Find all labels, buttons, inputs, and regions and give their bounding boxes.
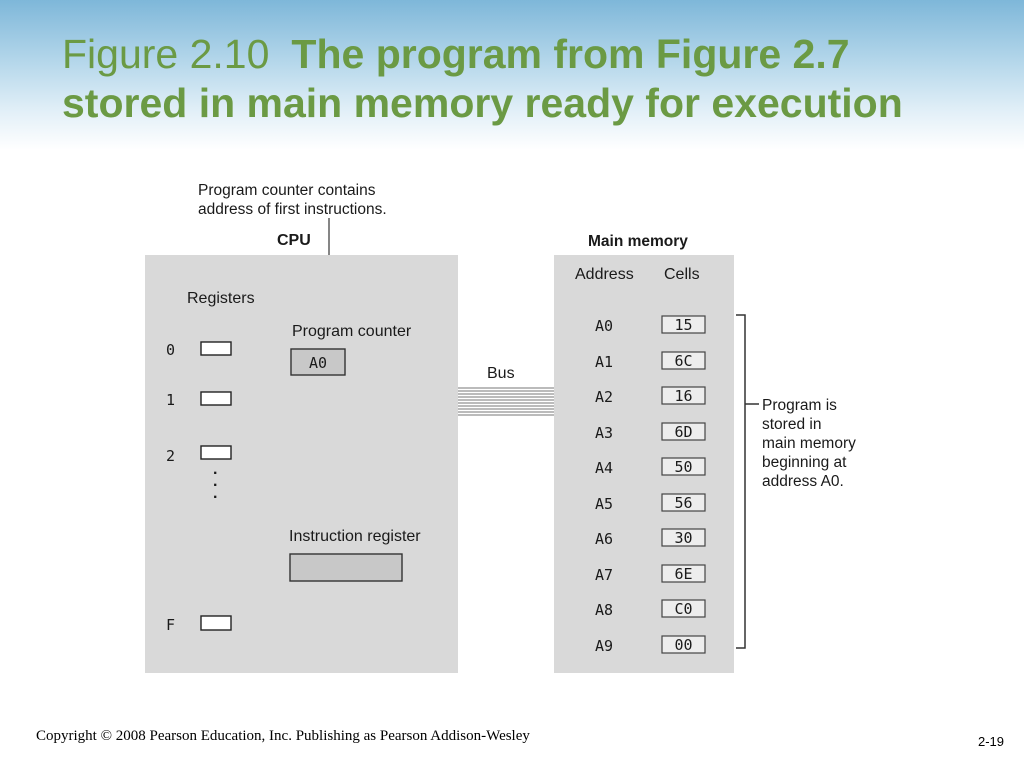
- ellipsis-dot-3: .: [213, 485, 217, 502]
- memory-cell-value: 16: [674, 387, 692, 405]
- memory-cell-value: 00: [674, 636, 692, 654]
- program-note-line-4: beginning at: [762, 454, 847, 471]
- program-counter-value: A0: [309, 354, 327, 372]
- memory-cell-value: C0: [674, 600, 692, 618]
- memory-cell-box: [661, 635, 706, 654]
- memory-address: A9: [595, 637, 613, 655]
- memory-cell-value: 15: [674, 316, 692, 334]
- program-note-line-3: main memory: [762, 435, 856, 452]
- memory-address: A5: [595, 495, 613, 513]
- ellipsis-dot-1: .: [213, 461, 217, 478]
- page-number: 2-19: [977, 734, 1004, 749]
- memory-address: A8: [595, 601, 613, 619]
- instruction-register-box: [289, 553, 403, 582]
- cells-header: Cells: [664, 266, 700, 283]
- title-band: [0, 0, 1024, 150]
- memory-cell-box: [661, 422, 706, 441]
- memory-address: A3: [595, 424, 613, 442]
- memory-cell-value: 6C: [674, 352, 692, 370]
- bus-lines: [458, 386, 554, 416]
- register-box-1: [200, 391, 232, 406]
- memory-address: A1: [595, 353, 613, 371]
- memory-cell-value: 6D: [674, 423, 692, 441]
- title-line-1: The program from Figure 2.7: [291, 31, 850, 77]
- bus-label: Bus: [487, 365, 515, 382]
- program-note-line-5: address A0.: [762, 473, 844, 490]
- memory-cell-box: [661, 351, 706, 370]
- register-number-1: 1: [166, 391, 175, 409]
- pc-note-line-2: address of first instructions.: [198, 201, 387, 218]
- memory-cell-box: [661, 457, 706, 476]
- memory-cell-box: [661, 564, 706, 583]
- slide-title: Figure 2.10 The program from Figure 2.7 s…: [62, 30, 1012, 128]
- memory-cell-value: 50: [674, 458, 692, 476]
- program-note-line-1: Program is: [762, 397, 837, 414]
- memory-address: A0: [595, 317, 613, 335]
- program-note-line-2: stored in: [762, 416, 821, 433]
- registers-label: Registers: [187, 290, 255, 307]
- copyright-footer: Copyright © 2008 Pearson Education, Inc.…: [36, 728, 530, 744]
- pc-note-line-1: Program counter contains: [198, 182, 376, 199]
- memory-cell-box: [661, 386, 706, 405]
- memory-cell-box: [661, 315, 706, 334]
- register-box-f: [200, 615, 232, 631]
- address-header: Address: [575, 266, 634, 283]
- main-memory-label: Main memory: [588, 233, 688, 250]
- title-line-2: stored in main memory ready for executio…: [62, 80, 903, 126]
- memory-cell-value: 56: [674, 494, 692, 512]
- cpu-label: CPU: [277, 232, 311, 249]
- memory-cell-box: [661, 528, 706, 547]
- program-counter-label: Program counter: [292, 323, 412, 340]
- memory-cell-box: [661, 599, 706, 618]
- memory-address: A7: [595, 566, 613, 584]
- register-box-0: [200, 341, 232, 356]
- instruction-register-label: Instruction register: [289, 528, 421, 545]
- program-bracket: [736, 314, 759, 649]
- program-counter-box: [290, 348, 346, 376]
- memory-address: A6: [595, 530, 613, 548]
- register-box-2: [200, 445, 232, 460]
- ellipsis-dot-2: .: [213, 473, 217, 490]
- cpu-panel: [145, 255, 458, 673]
- memory-cell-box: [661, 493, 706, 512]
- register-number-0: 0: [166, 341, 175, 359]
- figure-number: Figure 2.10: [62, 31, 270, 77]
- memory-cell-value: 30: [674, 529, 692, 547]
- register-number-f: F: [166, 616, 175, 634]
- memory-address: A4: [595, 459, 613, 477]
- memory-panel: [554, 255, 734, 673]
- memory-cell-value: 6E: [674, 565, 692, 583]
- register-number-2: 2: [166, 447, 175, 465]
- memory-address: A2: [595, 388, 613, 406]
